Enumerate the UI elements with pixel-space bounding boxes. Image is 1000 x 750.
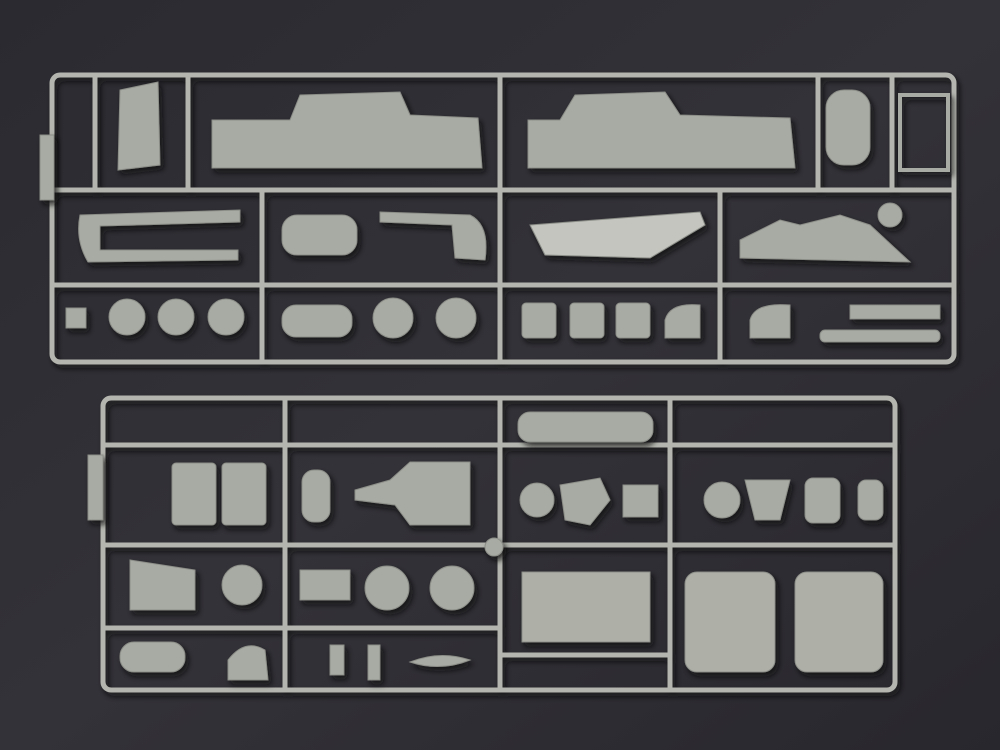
part-disc [877,202,903,228]
upper-parts [39,81,950,343]
part-hatch [825,89,871,166]
part-curve [379,211,487,261]
sprue-tag [87,454,104,521]
lower-parts [87,411,884,681]
sprue-hub [484,537,504,557]
part-deck-left [211,91,483,169]
part-shield [117,81,161,171]
sprue-frame [49,72,957,365]
sprue-upper [49,72,957,365]
part-plate [529,211,706,259]
part-ladder [898,93,950,172]
part-mantlet [739,214,912,263]
part-deck-right [527,91,796,169]
part-bracket [78,209,241,263]
sprue-tag [39,134,55,201]
part-turret-base [281,214,358,256]
